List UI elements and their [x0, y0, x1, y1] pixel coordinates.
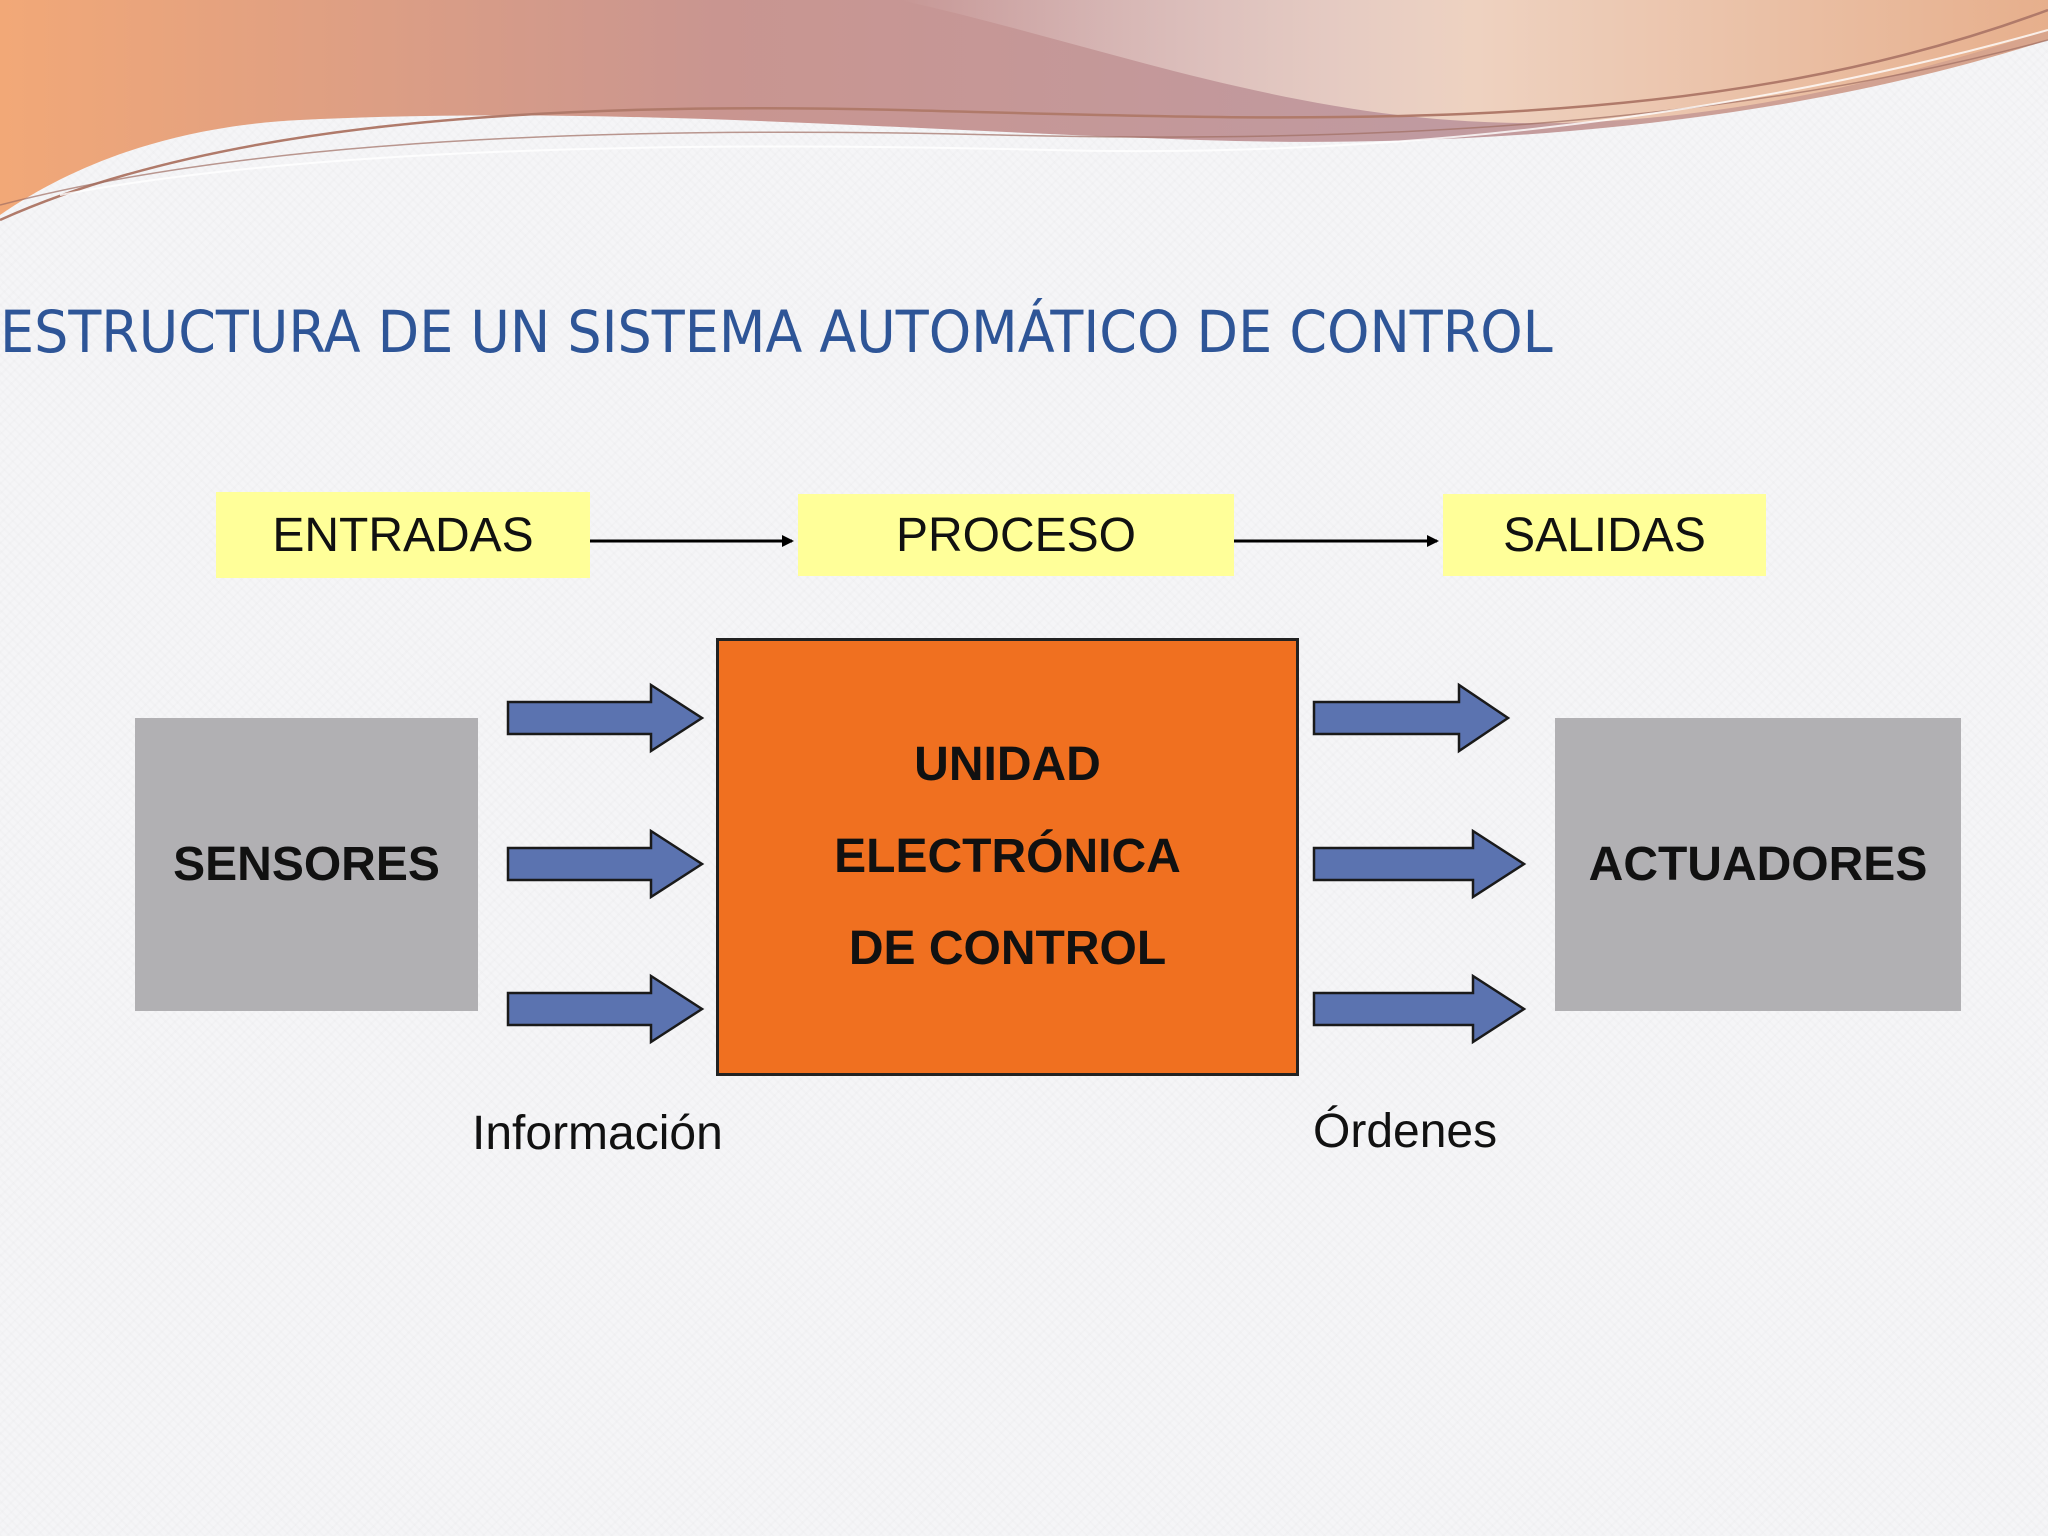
- control-unit-label-line1: UNIDAD: [914, 738, 1101, 791]
- sensors-label: SENSORES: [173, 838, 440, 891]
- control-unit-label-line3: DE CONTROL: [848, 922, 1167, 975]
- caption-orders: Órdenes: [1313, 1105, 1498, 1158]
- block-arrow-orders-2: [1312, 828, 1527, 900]
- block-arrow-info-2: [506, 828, 705, 900]
- caption-information: Información: [472, 1107, 723, 1160]
- sensors-block: SENSORES: [135, 718, 478, 1011]
- block-arrow-orders-1: [1312, 682, 1511, 754]
- control-unit-block: UNIDAD ELECTRÓNICA DE CONTROL: [716, 638, 1299, 1076]
- slide-title: ESTRUCTURA DE UN SISTEMA AUTOMÁTICO DE C…: [0, 298, 1553, 366]
- actuators-label: ACTUADORES: [1588, 838, 1928, 891]
- phase-label-process: PROCESO: [798, 494, 1234, 576]
- header-wave-decoration: [0, 0, 2048, 222]
- block-arrow-orders-3: [1312, 973, 1527, 1045]
- block-arrow-info-3: [506, 973, 705, 1045]
- block-arrow-info-1: [506, 682, 705, 754]
- control-unit-label-line2: ELECTRÓNICA: [834, 830, 1181, 883]
- phase-label-outputs: SALIDAS: [1443, 494, 1766, 576]
- actuators-block: ACTUADORES: [1555, 718, 1961, 1011]
- phase-label-inputs: ENTRADAS: [216, 492, 590, 578]
